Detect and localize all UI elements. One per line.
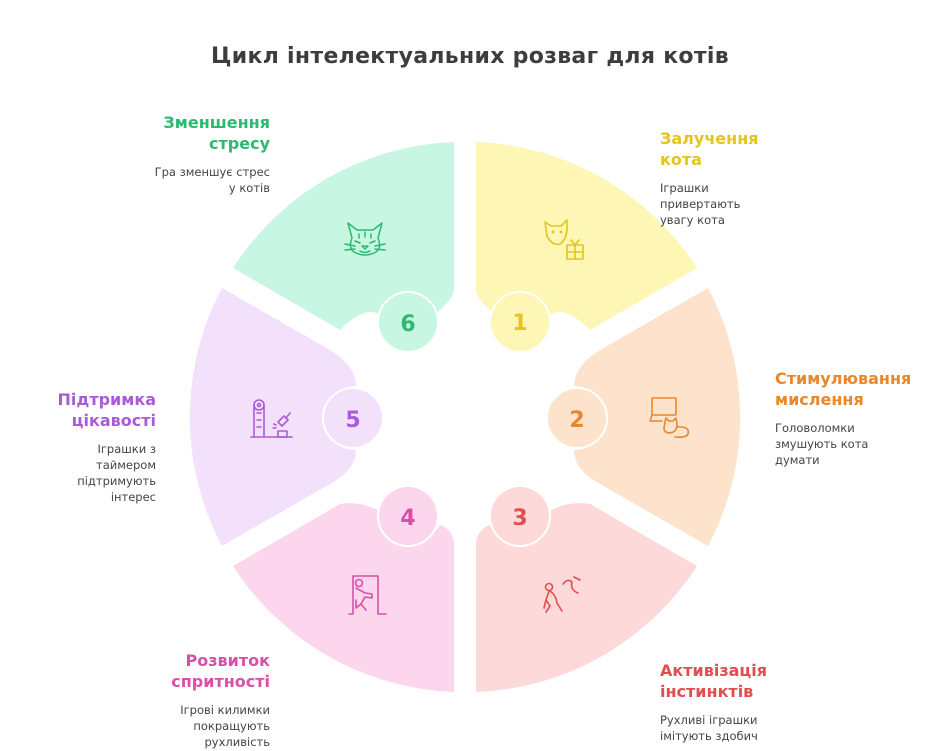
step-label-2: Стимулювання мислення Головоломки змушую…: [775, 368, 940, 468]
step-desc-3-line2: імітують здобич: [660, 729, 758, 743]
step-heading-3-line2: інстинктів: [660, 682, 754, 701]
step-heading-6: Зменшення: [163, 113, 270, 132]
step-label-1: Залучення кота Іграшки привертають увагу…: [660, 128, 830, 228]
step-heading-2-line2: мислення: [775, 390, 864, 409]
step-number-5: 5: [345, 408, 360, 433]
cat-with-gift-icon: [544, 219, 584, 260]
step-number-4: 4: [400, 506, 415, 531]
step-label-3: Активізація інстинктів Рухливі іграшки і…: [660, 660, 830, 744]
segment-2: 2: [546, 288, 741, 546]
step-heading-3: Активізація: [660, 661, 768, 680]
calm-cat-face-icon: [344, 222, 386, 256]
step-heading-1: Залучення: [660, 129, 759, 148]
step-label-4: Розвиток спритності Ігрові килимки покра…: [100, 650, 270, 750]
step-desc-4-line3: рухливість: [204, 735, 270, 749]
step-desc-6-line2: у котів: [228, 181, 270, 195]
step-heading-1-line2: кота: [660, 150, 702, 169]
step-desc-2: Головоломки: [775, 421, 855, 435]
step-desc-5-line2: таймером: [96, 458, 156, 472]
step-label-6: Зменшення стресу Гра зменшує стрес у кот…: [100, 112, 270, 196]
running-through-door-icon: [348, 575, 387, 615]
step-heading-5-line2: цікавості: [71, 411, 156, 430]
laptop-cat-icon: [649, 397, 690, 438]
step-desc-2-line3: думати: [775, 453, 820, 467]
strength-tester-icon: [250, 399, 293, 438]
step-number-3: 3: [512, 506, 527, 531]
step-desc-1-line3: увагу кота: [660, 213, 725, 227]
step-desc-1-line2: привертають: [660, 197, 741, 211]
step-desc-1: Іграшки: [660, 181, 709, 195]
step-desc-3: Рухливі іграшки: [660, 713, 758, 727]
step-desc-4-line2: покращують: [193, 719, 270, 733]
step-desc-4: Ігрові килимки: [180, 703, 270, 717]
step-desc-5: Іграшки з: [97, 442, 157, 456]
step-number-1: 1: [512, 311, 527, 336]
segment-3: 3: [476, 485, 697, 692]
segment-6: 6: [233, 142, 454, 353]
step-desc-6: Гра зменшує стрес: [154, 165, 270, 179]
step-desc-5-line4: інтерес: [110, 490, 156, 504]
step-number-6: 6: [400, 312, 415, 337]
step-desc-5-line3: підтримують: [77, 474, 156, 488]
step-desc-2-line2: змушують кота: [775, 437, 869, 451]
step-heading-6-line2: стресу: [209, 134, 270, 153]
segment-4: 4: [233, 485, 454, 692]
step-number-2: 2: [569, 408, 584, 433]
step-heading-4: Розвиток: [185, 651, 270, 670]
step-heading-2: Стимулювання: [775, 369, 912, 388]
diagram-title: Цикл інтелектуальних розваг для котів: [211, 44, 729, 69]
step-heading-5: Підтримка: [57, 390, 156, 409]
step-heading-4-line2: спритності: [171, 672, 270, 691]
segment-1: 1: [476, 142, 697, 353]
step-label-5: Підтримка цікавості Іграшки з таймером п…: [0, 389, 156, 505]
segment-5: 5: [189, 288, 384, 546]
chasing-figure-icon: [543, 576, 581, 613]
